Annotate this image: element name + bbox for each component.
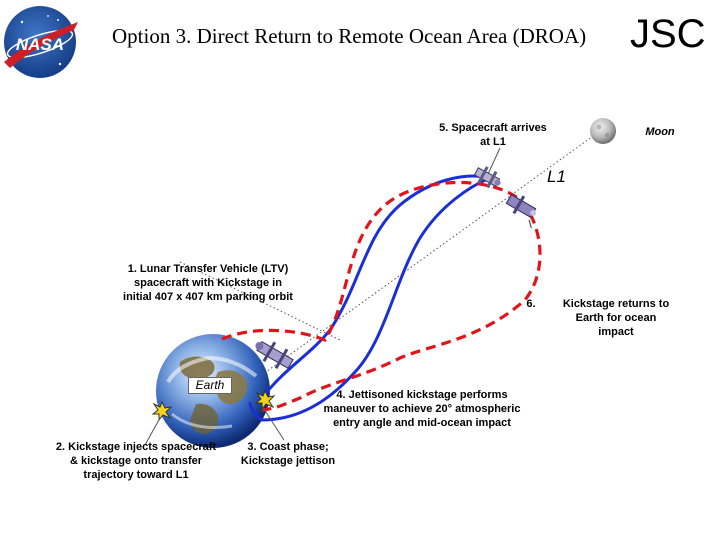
step6-label: 6.: [526, 298, 536, 310]
kickstage-trajectory: [221, 181, 542, 412]
spacecraft-trajectory: [248, 174, 495, 422]
step4-label: 4. Jettisoned kickstage performs maneuve…: [308, 388, 536, 430]
kickstage-returns-line: Earth for ocean: [575, 312, 657, 324]
step4-line: maneuver to achieve 20° atmospheric: [323, 403, 521, 415]
step2-line: 2. Kickstage injects spacecraft: [55, 441, 217, 453]
nasa-logo: NASA: [4, 6, 78, 78]
step3-line: 3. Coast phase;: [247, 441, 329, 453]
step5-line: at L1: [480, 136, 506, 148]
reference-lines: [179, 130, 601, 383]
step5-label: 5. Spacecraft arrives at L1: [428, 121, 558, 149]
kickstage-near-l1-icon: [505, 193, 537, 229]
jettison-burn-icon: [254, 389, 276, 411]
step4-line: 4. Jettisoned kickstage performs: [336, 389, 508, 401]
step2-leader-line: [144, 417, 161, 446]
moon-label: Moon: [645, 126, 675, 138]
step1-line: initial 407 x 407 km parking orbit: [123, 291, 293, 303]
step4-line: entry angle and mid-ocean impact: [333, 417, 511, 429]
step3-leader-line: [261, 405, 285, 441]
moon-globe: [590, 118, 616, 144]
slide-title: Option 3. Direct Return to Remote Ocean …: [112, 24, 587, 48]
step5-line: 5. Spacecraft arrives: [439, 122, 547, 134]
step5-leader-line: [487, 147, 501, 175]
step1-leader-line: [179, 261, 341, 341]
earth-label: Earth: [188, 377, 232, 394]
l1-label: L1: [547, 167, 566, 186]
spacecraft-at-l1-icon: [473, 166, 501, 189]
nasa-logo-vector: [4, 22, 78, 68]
step2-line: & kickstage onto transfer: [69, 455, 203, 467]
step1-line: spacecraft with Kickstage in: [134, 277, 282, 289]
step3-line: Kickstage jettison: [240, 455, 336, 467]
kickstage-returns-line: impact: [598, 326, 634, 338]
kickstage-returns-line: Kickstage returns to: [562, 298, 670, 310]
step1-line: 1. Lunar Transfer Vehicle (LTV): [127, 263, 289, 275]
step1-label: 1. Lunar Transfer Vehicle (LTV) spacecra…: [110, 262, 306, 304]
kickstage-returns-label: Kickstage returns to Earth for ocean imp…: [550, 297, 682, 339]
step2-label: 2. Kickstage injects spacecraft & kickst…: [42, 440, 230, 482]
step2-line: trajectory toward L1: [83, 469, 189, 481]
step3-label: 3. Coast phase; Kickstage jettison: [232, 440, 344, 468]
ltv-spacecraft-icon: [255, 340, 294, 370]
nasa-logo-text: NASA: [16, 35, 64, 54]
jsc-mark: JSC: [630, 12, 706, 56]
